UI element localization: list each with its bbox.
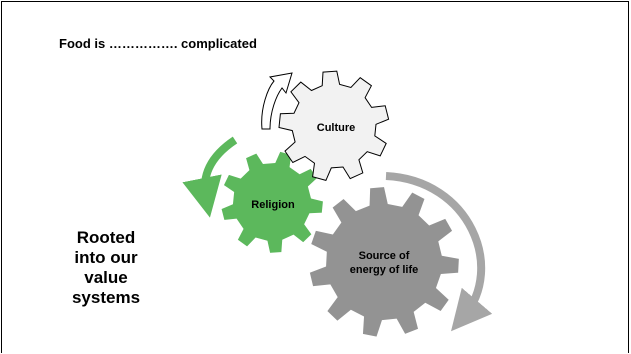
religion-cycle-arrow: [182, 136, 238, 218]
energy-gear-label-line-1: Source of: [359, 250, 410, 262]
side-caption-line-4: systems: [71, 288, 141, 307]
culture-gear: [278, 70, 390, 181]
side-caption-line-3: value: [84, 268, 128, 287]
energy-cycle-arrow: [385, 172, 493, 332]
culture-gear-label: Culture: [317, 122, 356, 134]
slide-heading: Food is ……………. complicated: [59, 36, 257, 51]
side-caption-line-2: into our: [74, 248, 138, 267]
culture-gear-shape: [278, 70, 390, 181]
side-caption: Rooted into our value systems: [58, 228, 154, 308]
energy-gear-shape: [307, 184, 461, 339]
culture-cycle-arrow: [261, 72, 293, 130]
energy-gear: [307, 184, 461, 339]
religion-gear-label: Religion: [251, 199, 295, 211]
energy-gear-label-line-2: energy of life: [350, 264, 418, 276]
side-caption-line-1: Rooted: [76, 228, 136, 247]
